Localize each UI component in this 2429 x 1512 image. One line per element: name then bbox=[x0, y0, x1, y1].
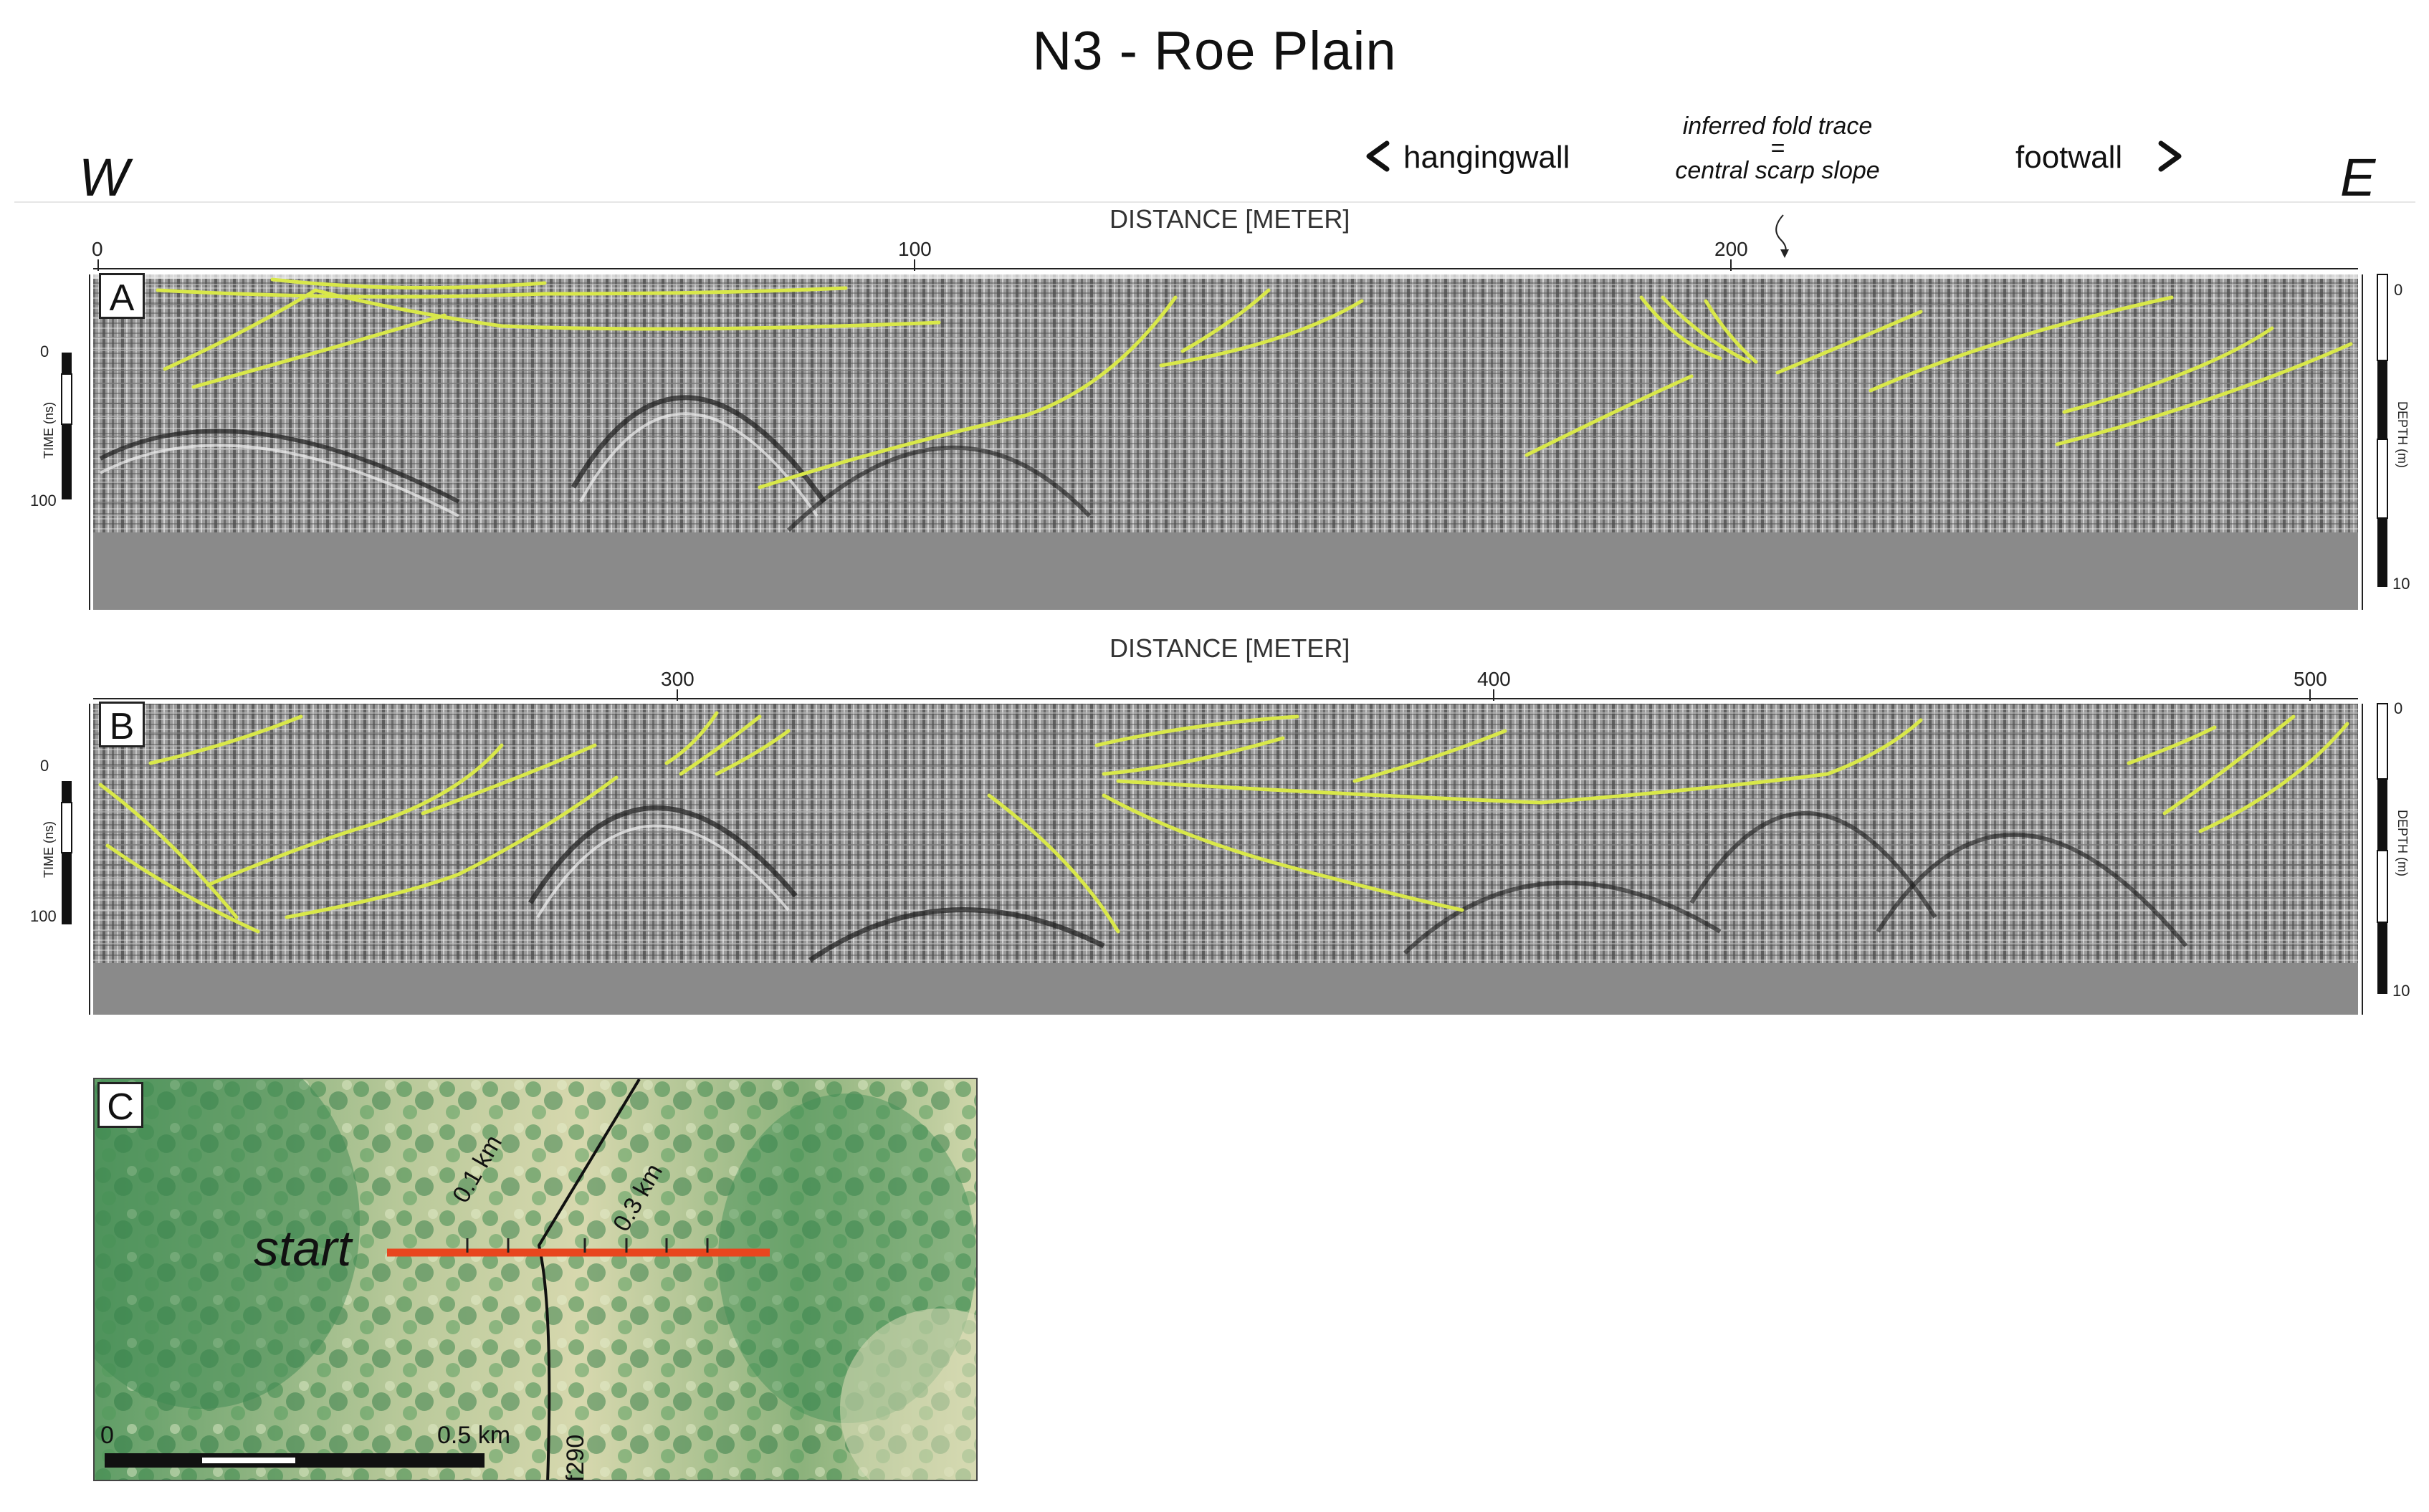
panel-a-depth-label: DEPTH (m) bbox=[2395, 401, 2410, 468]
west-label: W bbox=[79, 148, 129, 207]
fault-trace bbox=[537, 1079, 641, 1480]
panel-a-top-axis bbox=[93, 259, 2358, 271]
fold-note-line3: central scarp slope bbox=[1675, 156, 1880, 184]
arrowhead-icon bbox=[1780, 249, 1789, 258]
start-label: start bbox=[254, 1220, 352, 1276]
scale-bar-segment bbox=[202, 1458, 295, 1463]
panel-b-axis-title: DISTANCE [METER] bbox=[1109, 633, 1350, 663]
panel-a-tick-100: 100 bbox=[898, 238, 932, 260]
east-label: E bbox=[2340, 148, 2376, 207]
fold-note-line2: = bbox=[1770, 135, 1785, 163]
panel-b-top-axis bbox=[93, 689, 2358, 701]
panel-b-letter: B bbox=[99, 702, 145, 747]
panel-b-depth-tick-0: 0 bbox=[2394, 699, 2403, 717]
panel-a-time-scale bbox=[61, 274, 90, 610]
panel-a-depth-tick-0: 0 bbox=[2394, 281, 2403, 299]
panel-a-time-tick-100: 100 bbox=[30, 492, 57, 509]
scale-zero-label: 0 bbox=[100, 1422, 114, 1449]
panel-b-depth-scale bbox=[2362, 703, 2388, 1015]
fold-trace-arrow bbox=[1775, 214, 1787, 255]
panel-b-depth-label: DEPTH (m) bbox=[2395, 810, 2410, 876]
panel-b-tick-400: 400 bbox=[1477, 668, 1511, 690]
panel-a-letter: A bbox=[99, 273, 145, 319]
hangingwall-label: hangingwall bbox=[1403, 140, 1570, 175]
panel-b-time-tick-0: 0 bbox=[40, 757, 49, 775]
panel-b-time-scale bbox=[61, 704, 90, 1015]
panel-b-tick-300: 300 bbox=[661, 668, 695, 690]
chevron-left-icon bbox=[1366, 140, 1390, 172]
panel-a-depth-scale bbox=[2362, 274, 2388, 610]
profile-ticks bbox=[466, 1238, 709, 1253]
panel-b-tick-500: 500 bbox=[2294, 668, 2327, 690]
panel-a-time-label: TIME (ns) bbox=[42, 402, 56, 459]
panel-c-map: C start 0.1 km 0.3 km 0 0.5 km f290 bbox=[93, 1078, 978, 1481]
fault-label: f290 bbox=[562, 1434, 589, 1481]
footwall-label: footwall bbox=[2015, 140, 2123, 175]
panel-b-depth-tick-10: 10 bbox=[2392, 982, 2410, 1000]
figure-title: N3 - Roe Plain bbox=[1032, 21, 1397, 82]
panel-a-depth-tick-10: 10 bbox=[2392, 575, 2410, 593]
chevron-right-icon bbox=[2158, 140, 2182, 172]
fold-trace-note: inferred fold trace = central scarp slop… bbox=[1648, 112, 1907, 186]
panel-a-interpretation-lines bbox=[156, 277, 2353, 489]
panel-c-letter: C bbox=[97, 1082, 143, 1128]
panel-a-tick-200: 200 bbox=[1714, 238, 1748, 260]
panel-b-time-label: TIME (ns) bbox=[42, 821, 56, 878]
panel-a-time-tick-0: 0 bbox=[40, 343, 49, 360]
scale-end-label: 0.5 km bbox=[437, 1422, 511, 1449]
panel-a-axis-title: DISTANCE [METER] bbox=[1109, 204, 1350, 234]
panel-b-time-tick-100: 100 bbox=[30, 907, 57, 925]
panel-a-radargram bbox=[93, 274, 2358, 610]
panel-a-tick-0: 0 bbox=[92, 238, 103, 260]
panel-b-radargram bbox=[93, 704, 2358, 1015]
fold-note-line1: inferred fold trace bbox=[1682, 113, 1873, 140]
panel-b-interpretation-lines bbox=[98, 711, 2349, 934]
map-image bbox=[95, 1079, 976, 1480]
